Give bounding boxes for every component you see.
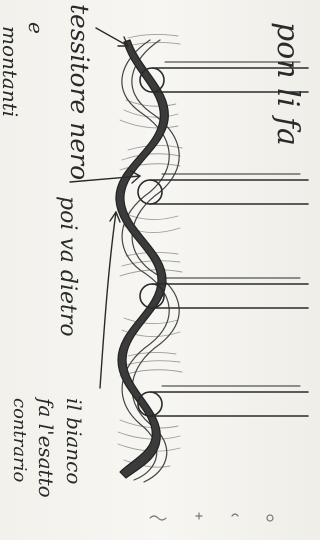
label-contrario: contrario [10, 398, 28, 482]
label-top-right: pon li fa [272, 22, 302, 146]
label-montanti: montanti [0, 26, 20, 117]
label-e: e [26, 22, 46, 34]
label-tessitore-nero: tessitore nero [67, 4, 92, 180]
label-poi-va-dietro: poi va dietro [56, 196, 78, 337]
label-il-bianco: il bianco [64, 398, 84, 484]
arrow-il-bianco [100, 212, 116, 388]
arrow-to-dark-weaver [96, 28, 128, 46]
bottom-scribbles [150, 513, 273, 521]
label-fa-l-esatto: fa l'esatto [36, 398, 56, 498]
